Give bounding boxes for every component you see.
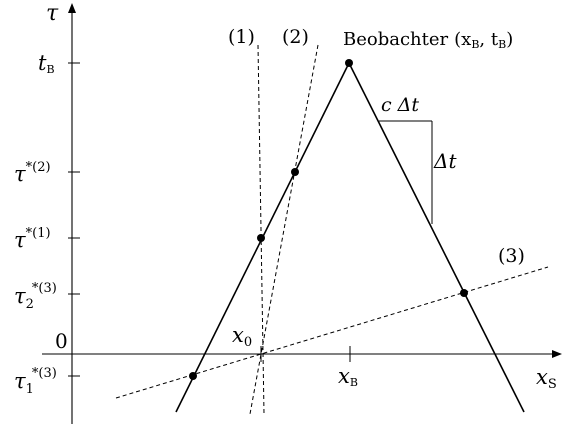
worldline-2	[249, 44, 319, 415]
label-tau23: τ2*(3)	[14, 281, 57, 312]
intersection-point-3-left	[189, 372, 197, 380]
intersection-point-3-right	[460, 289, 468, 297]
y-axis-label: τ	[46, 1, 59, 26]
label-xB: xB	[338, 364, 358, 389]
origin-label: 0	[55, 329, 68, 353]
y-axis-arrowhead	[68, 3, 76, 13]
intersection-point-2	[291, 168, 299, 176]
observer-point	[345, 59, 353, 67]
worldline-3	[115, 266, 549, 399]
light-cone-right	[348, 62, 525, 413]
intersection-point-1	[257, 234, 265, 242]
worldline-1	[257, 44, 265, 415]
x-axis-arrowhead	[552, 350, 562, 358]
label-x0: x0	[232, 323, 252, 350]
observer-label: Beobachter(xB, tB)	[343, 29, 513, 51]
label-line-1: (1)	[228, 26, 255, 48]
label-tau1: τ*(1)	[14, 226, 51, 252]
label-delta-t: Δt	[433, 149, 457, 173]
label-tB: tB	[38, 51, 55, 76]
label-line-3: (3)	[498, 245, 525, 267]
label-line-2: (2)	[282, 26, 309, 48]
label-tau2: τ*(2)	[14, 160, 51, 186]
label-tau13: τ1*(3)	[14, 366, 57, 397]
label-c-delta-t: c Δt	[381, 94, 419, 116]
x-axis-label: xS	[536, 365, 557, 392]
